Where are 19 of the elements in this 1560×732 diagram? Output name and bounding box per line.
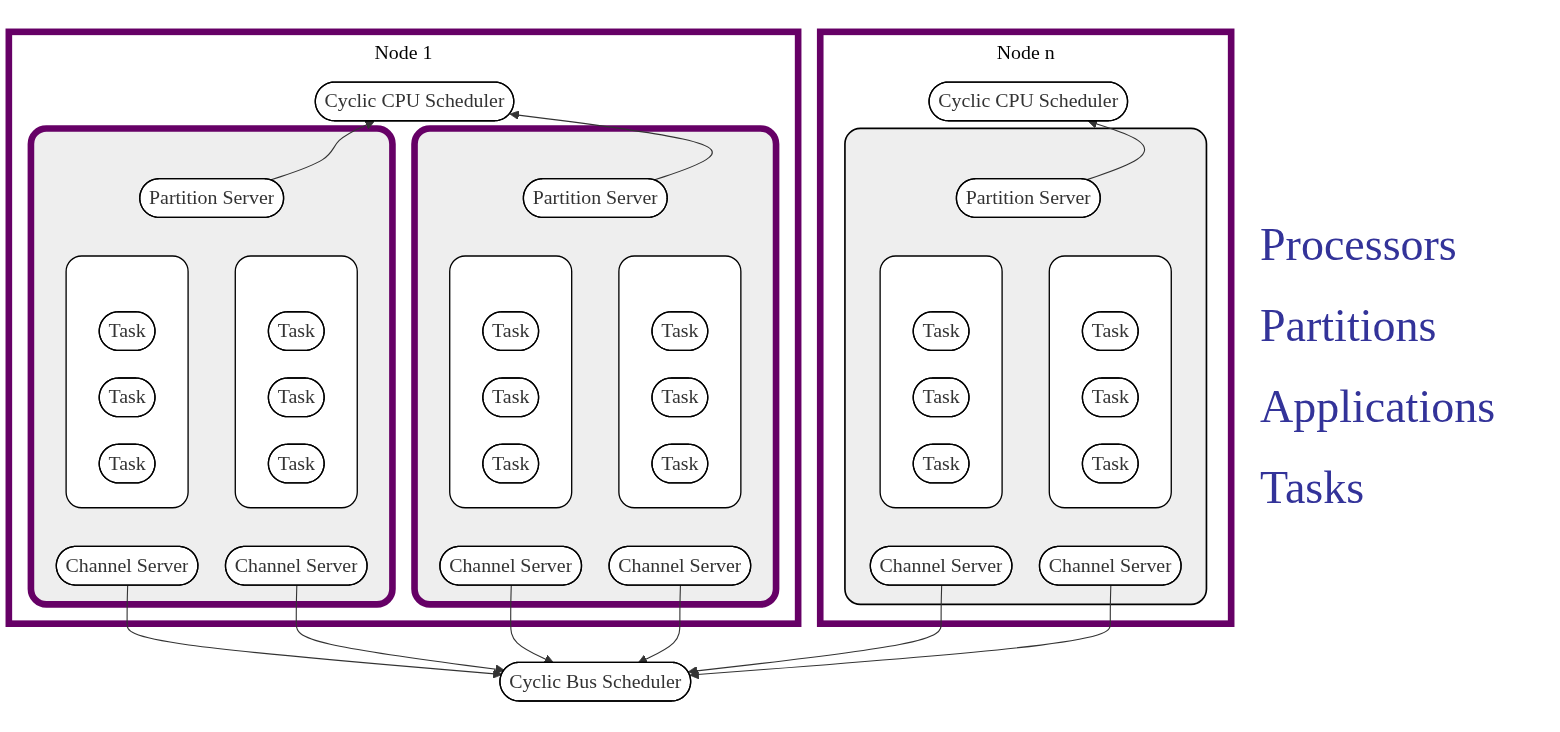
cluster [1048,254,1172,508]
arrow [689,584,1112,679]
cluster [449,254,573,508]
cluster [618,254,742,508]
cluster [65,254,189,508]
arrow [509,109,713,181]
cluster [234,254,358,508]
cluster [844,127,1208,605]
level-label: Partitions [1260,299,1438,352]
level-label: Processors [1260,218,1458,271]
cluster [879,254,1003,508]
level-label: Applications [1260,380,1497,433]
level-label: Tasks [1260,461,1366,514]
cluster [411,124,780,608]
arrow [269,120,375,181]
arrow [295,584,505,674]
arrow [126,584,503,679]
cluster [27,124,396,608]
arrow [687,584,943,676]
